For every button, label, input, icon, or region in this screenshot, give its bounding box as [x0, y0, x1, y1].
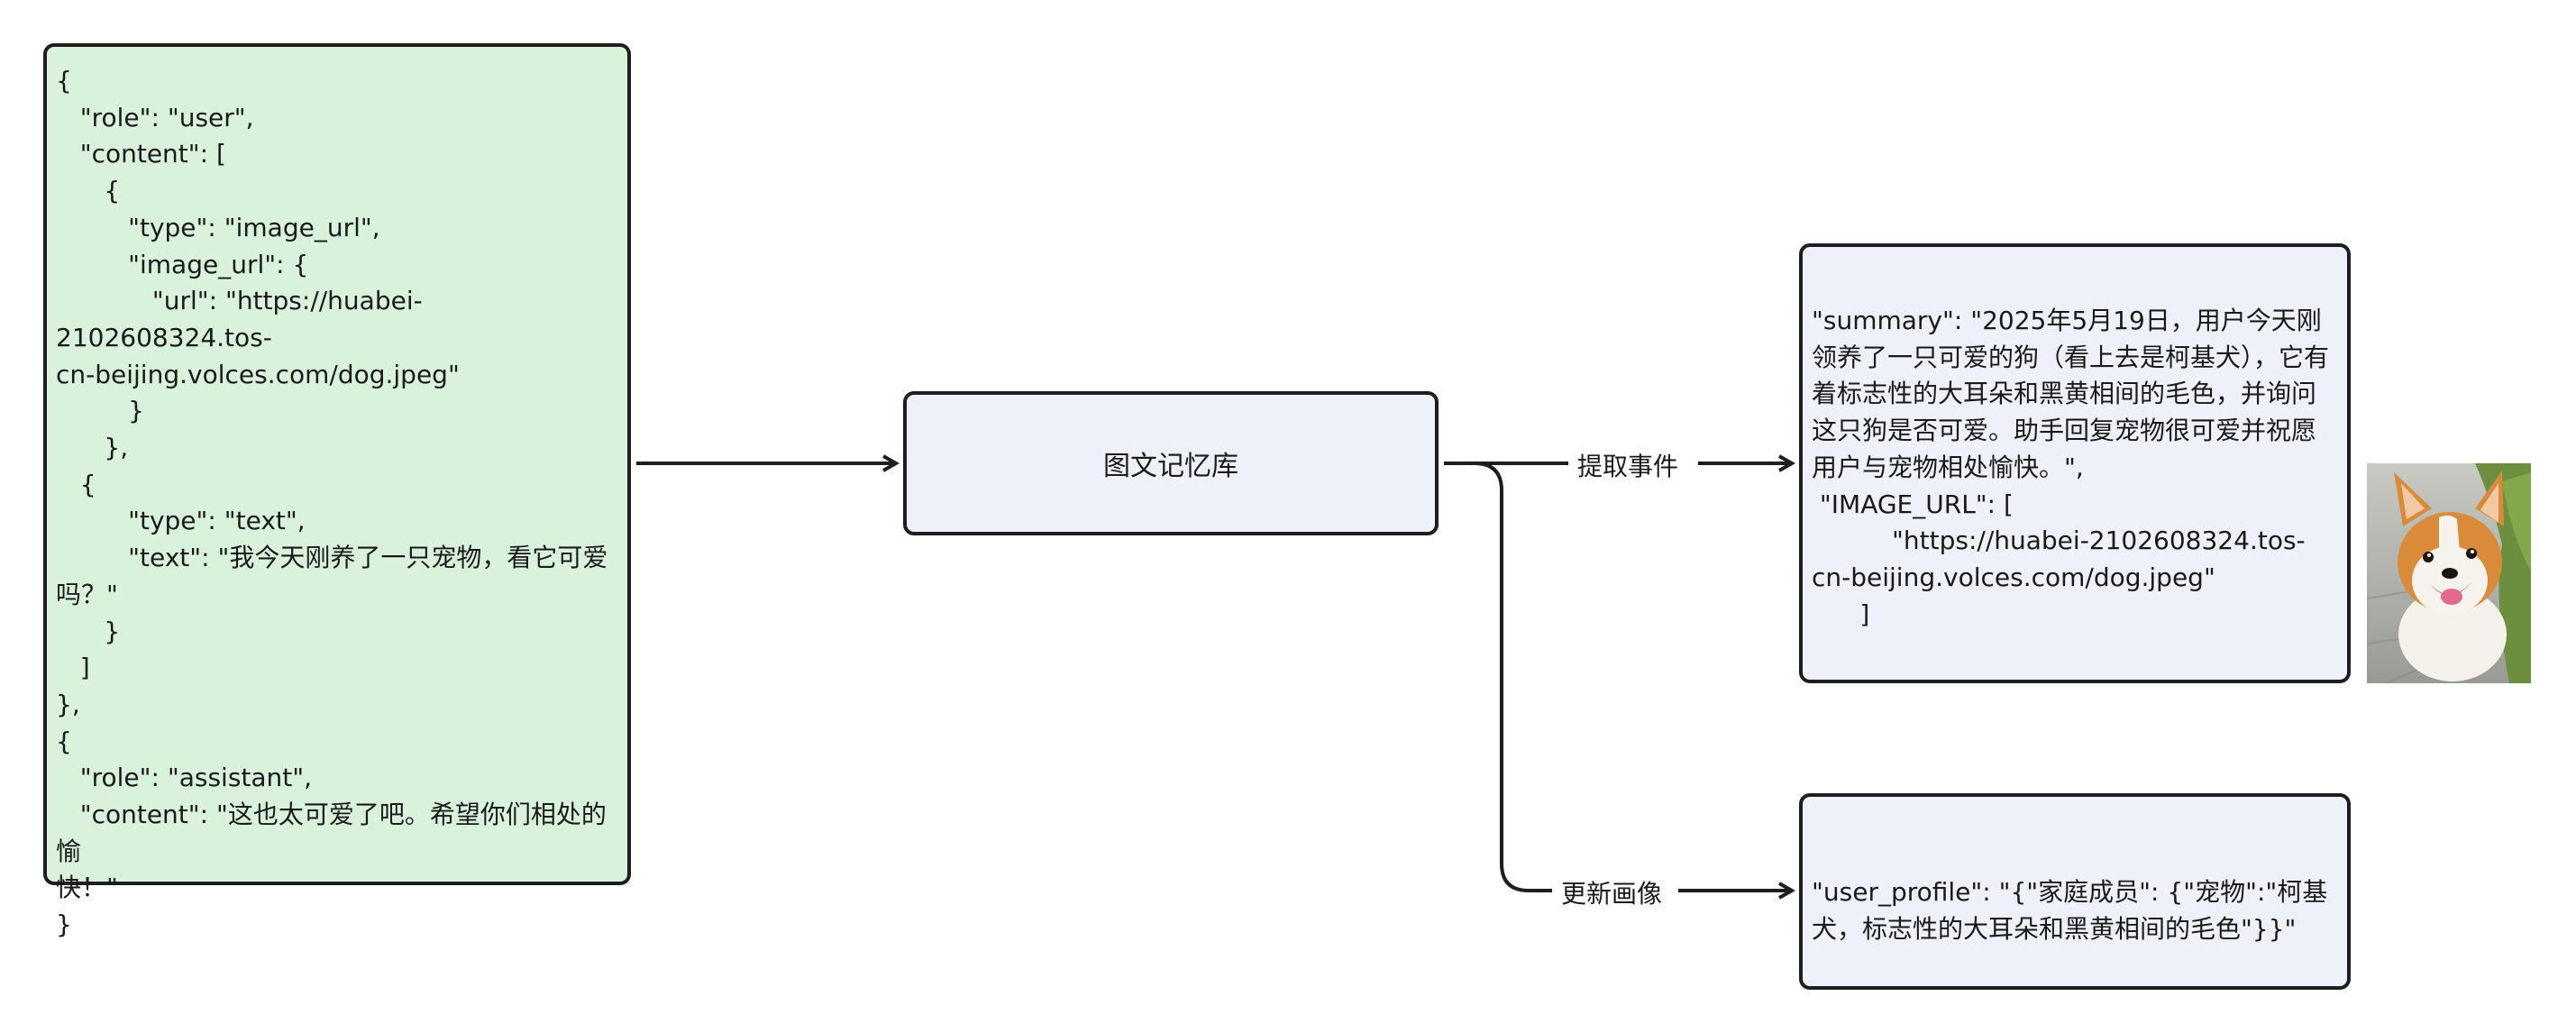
memory-store-node: 图文记忆库 [903, 391, 1439, 535]
event-summary-node: "summary": "2025年5月19日，用户今天刚领养了一只可爱的狗（看上… [1799, 243, 2351, 683]
code-line: "role": "user", [56, 102, 254, 133]
code-line: "role": "assistant", [56, 763, 313, 793]
code-line: "type": "image_url", [56, 212, 380, 242]
memory-store-label: 图文记忆库 [1103, 451, 1238, 482]
code-line: "url": "https://huabei-2102608324.tos- [56, 286, 423, 352]
code-line: } [56, 616, 121, 646]
extract-event-label: 提取事件 [1572, 447, 1685, 483]
code-line: "image_url": { [56, 249, 309, 279]
code-line: "type": "text", [56, 506, 306, 536]
code-line: cn-beijing.volces.com/dog.jpeg" [56, 359, 460, 389]
code-line: "content": "这也太可爱了吧。希望你们相处的愉 [56, 800, 607, 866]
code-line: ] [56, 653, 90, 683]
code-line: "text": "我今天刚养了一只宠物，看它可爱 [56, 543, 608, 573]
code-line: { [56, 469, 96, 499]
code-line: { [56, 726, 72, 756]
chat-messages-node: { "role": "user", "content": [ { "type":… [43, 43, 631, 939]
code-line: }, [56, 689, 80, 719]
code-line: "content": [ [56, 139, 226, 169]
code-line: 吗？" [56, 579, 118, 609]
user-profile-text: "user_profile": "{"家庭成员": {"宠物":"柯基犬，标志性… [1812, 877, 2328, 944]
code-line: }, [56, 433, 129, 463]
event-summary-text: "summary": "2025年5月19日，用户今天刚领养了一只可爱的狗（看上… [1812, 306, 2330, 629]
code-line: 快！" [56, 873, 118, 903]
edge-memory-to-update [1444, 462, 1552, 892]
code-line: { [56, 176, 121, 206]
code-line: } [56, 910, 72, 940]
code-line: } [56, 396, 144, 426]
user-profile-node: "user_profile": "{"家庭成员": {"宠物":"柯基犬，标志性… [1799, 793, 2351, 990]
corgi-dog-photo [2367, 463, 2531, 683]
code-line: { [56, 66, 72, 96]
update-profile-label: 更新画像 [1556, 874, 1668, 910]
